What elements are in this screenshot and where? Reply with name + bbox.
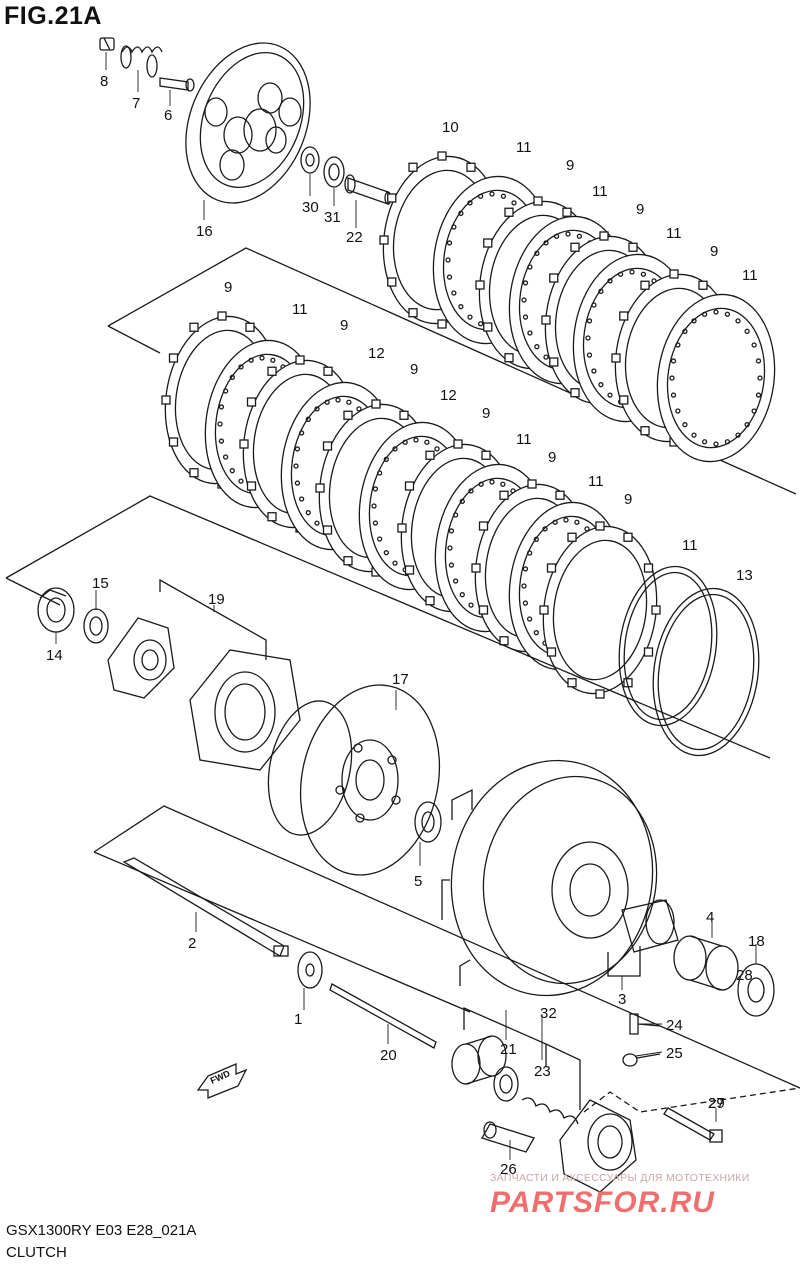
callout-30: 30 — [302, 199, 319, 216]
part-4-clutch-sleeve-hub — [267, 684, 441, 876]
callout-22: 22 — [346, 229, 363, 246]
callout-11: 11 — [682, 537, 698, 554]
callout-11: 11 — [592, 183, 608, 200]
part-1-primary-driven-gear — [441, 759, 658, 997]
fwd-arrow-icon — [196, 1063, 248, 1099]
part-28-pin — [481, 1121, 535, 1153]
callout-20: 20 — [380, 1047, 397, 1064]
clutch-plate — [539, 521, 661, 699]
part-27-cap — [622, 1053, 661, 1067]
part-3-needle-bearing — [673, 935, 739, 991]
part-8-bolt — [99, 37, 115, 51]
part-20-push-rod — [122, 857, 289, 957]
callout-26: 26 — [500, 1161, 517, 1178]
callout-12: 12 — [440, 387, 457, 404]
callout-32: 32 — [540, 1005, 557, 1022]
callout-29: 29 — [708, 1095, 725, 1112]
callout-24: 24 — [666, 1017, 683, 1034]
callout-5: 5 — [414, 873, 422, 890]
part-6-stud — [159, 77, 195, 92]
watermark-tagline: ЗАПЧАСТИ И АКСЕССУАРЫ ДЛЯ МОТОТЕХНИКИ — [490, 1172, 750, 1184]
callout-23: 23 — [534, 1063, 551, 1080]
section-frame-3 — [93, 805, 800, 1089]
callout-10: 10 — [442, 119, 459, 136]
model-code: GSX1300RY E03 E28_021A — [6, 1222, 197, 1239]
part-23-release-cylinder — [559, 1099, 637, 1193]
part-30-washer — [300, 146, 320, 174]
callout-19: 19 — [208, 591, 225, 608]
retaining-ring — [652, 587, 760, 757]
part-22-push-piece — [344, 174, 392, 205]
section-name: CLUTCH — [6, 1244, 67, 1261]
callout-9: 9 — [566, 157, 574, 174]
callout-labels: 8761630312210119119119119119129129119119… — [46, 73, 765, 1178]
callout-11: 11 — [588, 473, 604, 490]
callout-11: 11 — [516, 431, 532, 448]
callout-9: 9 — [224, 279, 232, 296]
part-29-bolt — [663, 1107, 723, 1143]
callout-18: 18 — [748, 933, 765, 950]
clutch-plate-stack — [161, 151, 776, 757]
callout-9: 9 — [710, 243, 718, 260]
callout-27: 27 — [708, 1095, 725, 1112]
part-24-bearing — [451, 1035, 507, 1085]
callout-11: 11 — [666, 225, 682, 242]
section-frame-2 — [5, 495, 771, 759]
callout-9: 9 — [340, 317, 348, 334]
callout-11: 11 — [742, 267, 758, 284]
callout-15: 15 — [92, 575, 109, 592]
callout-17: 17 — [392, 671, 409, 688]
part-18-washer — [414, 801, 442, 843]
part-25-spring — [521, 1097, 579, 1125]
callout-16: 16 — [196, 223, 213, 240]
clutch-plate — [656, 293, 776, 463]
callout-28: 28 — [736, 967, 753, 984]
callout-12: 12 — [368, 345, 385, 362]
callout-8: 8 — [100, 73, 108, 90]
part-5-bracket — [107, 578, 267, 699]
part-5-damper-holder — [189, 649, 301, 771]
watermark-logo: PARTSFOR.RU — [490, 1186, 715, 1219]
callout-13: 13 — [736, 567, 753, 584]
part-17-nut — [37, 587, 75, 633]
callout-4: 4 — [706, 909, 714, 926]
callout-14: 14 — [46, 647, 63, 664]
callout-11: 11 — [292, 301, 308, 318]
callout-9: 9 — [482, 405, 490, 422]
retaining-ring — [618, 565, 718, 727]
part-16-pressure-plate — [185, 42, 311, 204]
callout-9: 9 — [410, 361, 418, 378]
callout-7: 7 — [132, 95, 140, 112]
part-3-sleeve — [621, 899, 679, 953]
part-25-oil-seal — [493, 1066, 519, 1102]
callout-9: 9 — [624, 491, 632, 508]
callout-3: 3 — [618, 991, 626, 1008]
callout-1: 1 — [294, 1011, 302, 1028]
callout-6: 6 — [164, 107, 172, 124]
part-23-release-cylinder-bracket — [463, 1007, 581, 1110]
figure-title: FIG.21A — [4, 2, 102, 30]
callout-21: 21 — [500, 1041, 517, 1058]
callout-31: 31 — [324, 209, 341, 226]
callout-25: 25 — [666, 1045, 683, 1062]
part-21-push-rod — [329, 983, 437, 1049]
callout-9: 9 — [636, 201, 644, 218]
callout-9: 9 — [548, 449, 556, 466]
callout-11: 11 — [516, 139, 532, 156]
part-31-bearing — [323, 156, 345, 188]
part-7-spring — [120, 45, 163, 78]
callout-2: 2 — [188, 935, 196, 952]
part-32-washer — [297, 951, 323, 989]
part-19-washer — [83, 608, 109, 644]
